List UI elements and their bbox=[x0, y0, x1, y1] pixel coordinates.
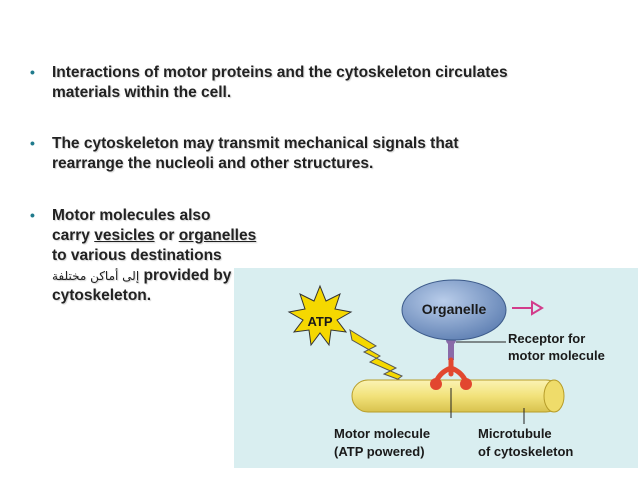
arrowhead-icon bbox=[531, 300, 544, 316]
motor-molecule-shape bbox=[433, 357, 469, 385]
bullet-2-text: The cytoskeleton may transmit mechanical… bbox=[52, 134, 459, 174]
receptor-label-2: motor molecule bbox=[508, 348, 605, 363]
bullet-3-line-4: إلى أماكن مختلفة provided by the bbox=[52, 266, 259, 286]
bullet-marker: • bbox=[30, 64, 35, 80]
microtubule-label-2: of cytoskeleton bbox=[478, 444, 573, 459]
motor-head-left bbox=[430, 378, 442, 390]
motor-label-2: (ATP powered) bbox=[334, 444, 425, 459]
microtubule-end bbox=[543, 379, 565, 413]
organelle-shape bbox=[401, 279, 507, 341]
bullet-1-line-2: materials within the cell. bbox=[52, 84, 232, 101]
text-provided: provided by the bbox=[139, 267, 259, 284]
receptor-stalk bbox=[448, 338, 454, 360]
bullet-3-line-3: to various destinations bbox=[52, 247, 222, 264]
motor-label-1: Motor molecule bbox=[334, 426, 430, 441]
bullet-marker: • bbox=[30, 207, 35, 223]
link-organelles: organelles bbox=[178, 227, 257, 244]
text-or: or bbox=[154, 227, 179, 244]
atp-starburst-icon bbox=[287, 284, 353, 347]
receptor-label-1: Receptor for bbox=[508, 331, 585, 346]
figure-svg: ATP Organelle Receptor for motor molecul… bbox=[287, 279, 605, 459]
arabic-text: إلى أماكن مختلفة bbox=[52, 269, 140, 283]
motor-head-right bbox=[460, 378, 472, 390]
bullet-3-line-2: carry vesicles or organelles bbox=[52, 226, 259, 246]
microtubule-label-1: Microtubule bbox=[478, 426, 552, 441]
link-vesicles: vesicles bbox=[94, 227, 155, 244]
bullet-1-line-1: Interactions of motor proteins and the c… bbox=[52, 64, 508, 81]
bullet-2-line-2: rearrange the nucleoli and other structu… bbox=[52, 155, 374, 172]
text-carry: carry bbox=[52, 227, 95, 244]
bullet-marker: • bbox=[30, 135, 35, 151]
motor-protein-figure: ATP Organelle Receptor for motor molecul… bbox=[234, 268, 638, 468]
microtubule-shape bbox=[351, 379, 563, 413]
organelle-label: Organelle bbox=[422, 301, 487, 317]
bullet-2-line-1: The cytoskeleton may transmit mechanical… bbox=[52, 135, 459, 152]
atp-label: ATP bbox=[307, 314, 332, 329]
bullet-3-text: Motor molecules also carry vesicles or o… bbox=[52, 206, 259, 306]
bullet-3-line-5: cytoskeleton. bbox=[52, 287, 152, 304]
bullet-1-text: Interactions of motor proteins and the c… bbox=[52, 63, 508, 103]
bullet-3-line-1: Motor molecules also bbox=[52, 207, 211, 224]
